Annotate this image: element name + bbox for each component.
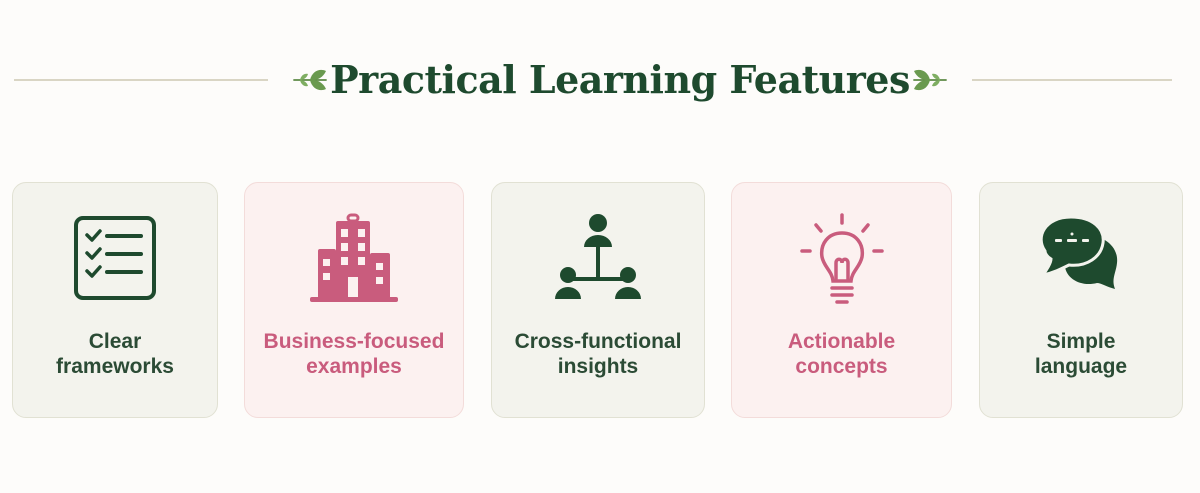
chat-bubbles-icon [1031,213,1131,309]
feature-label-line2: frameworks [56,355,174,378]
feature-label-line1: Business-focused [263,330,445,353]
building-icon [304,213,404,309]
section-header: Practical Learning Features [0,48,1200,112]
lightbulb-icon [792,213,892,309]
feature-label-line2: examples [306,355,402,378]
leaf-sprig-icon [910,66,950,94]
feature-label-line1: Simple [1046,330,1116,353]
leaf-sprig-icon [290,66,330,94]
feature-label: Simple language [986,329,1176,379]
feature-label-line1: Cross-functional [514,330,682,353]
feature-card-business-examples: Business-focused examples [244,182,464,418]
feature-label-line2: language [1034,355,1128,378]
feature-label-line1: Actionable [787,330,896,353]
feature-label-line2: concepts [795,355,888,378]
header-divider-left [14,79,268,81]
feature-label: Actionable concepts [738,329,945,379]
feature-label: Cross-functional insights [498,329,698,379]
feature-label: Clear frameworks [19,329,211,379]
team-hierarchy-icon [548,213,648,309]
checklist-icon [65,213,165,309]
page-title: Practical Learning Features [330,57,910,102]
header-divider-right [972,79,1172,81]
feature-label: Business-focused examples [251,329,457,379]
feature-label-line1: Clear [88,330,142,353]
feature-card-actionable-concepts: Actionable concepts [731,182,952,418]
feature-card-clear-frameworks: Clear frameworks [12,182,218,418]
feature-card-simple-language: Simple language [979,182,1183,418]
feature-label-line2: insights [557,355,639,378]
feature-card-cross-functional: Cross-functional insights [491,182,705,418]
